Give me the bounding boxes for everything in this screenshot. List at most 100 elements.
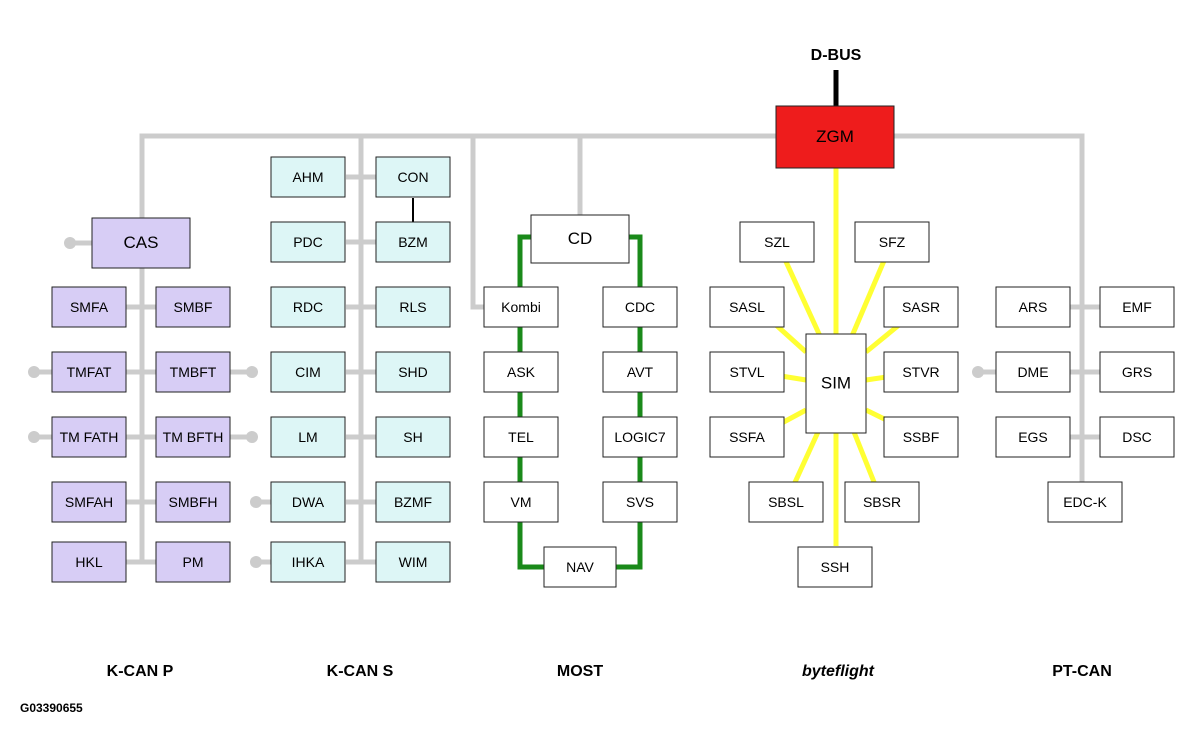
byteflight-node-label: SASR: [902, 299, 940, 315]
byteflight-label: byteflight: [802, 663, 875, 680]
byteflight-node-label: STVR: [902, 364, 939, 380]
most-node: TEL: [483, 416, 559, 458]
kcan-s-node: SHD: [375, 351, 451, 393]
kcan-s-node-label: IHKA: [292, 554, 325, 570]
grey-bus-lines: [34, 133, 1100, 565]
byteflight-node-frame: [854, 221, 930, 263]
kcan-s-node: PDC: [270, 221, 346, 263]
kcan-s-node-frame: [270, 351, 346, 393]
kcan-p-node: SMBFH: [155, 481, 231, 523]
byteflight-node: SSBF: [883, 416, 959, 458]
kcan-p-node-label: TMBFT: [170, 364, 217, 380]
most-node-frame: [483, 416, 559, 458]
most-node-label: ASK: [507, 364, 536, 380]
most-node: VM: [483, 481, 559, 523]
nav-box-label: NAV: [566, 559, 594, 575]
kcan-s-node: BZMF: [375, 481, 451, 523]
most-node-label: TEL: [508, 429, 534, 445]
most-node: Kombi: [483, 286, 559, 328]
kcan-s-node-label: AHM: [292, 169, 323, 185]
kcan-p-node-label: TM BFTH: [163, 429, 224, 445]
byteflight-node-frame: [883, 286, 959, 328]
kcan-p-node-label: TM FATH: [60, 429, 119, 445]
kcan-s-node: CIM: [270, 351, 346, 393]
kcan-s-node-label: SH: [403, 429, 422, 445]
kcan-p-node-label: SMFAH: [65, 494, 113, 510]
byteflight-node: SZL: [739, 221, 815, 263]
byteflight-node: STVL: [709, 351, 785, 393]
kcan-s-label: K-CAN S: [327, 663, 394, 680]
byteflight-node-label: SFZ: [879, 234, 906, 250]
kcan-s-node: LM: [270, 416, 346, 458]
ptcan-node: EMF: [1099, 286, 1175, 328]
ptcan-node-label: GRS: [1122, 364, 1152, 380]
most-node-label: SVS: [626, 494, 654, 510]
stub-dot: [246, 366, 258, 378]
byteflight-node-label: STVL: [729, 364, 764, 380]
cd-box-label: CD: [568, 229, 593, 248]
kcan-s-node: BZM: [375, 221, 451, 263]
ptcan-node-label: DSC: [1122, 429, 1152, 445]
kcan-s-node-label: BZM: [398, 234, 428, 250]
kcan-s-node-label: DWA: [292, 494, 325, 510]
sim-box-frame: [805, 333, 867, 434]
ptcan-label: PT-CAN: [1052, 663, 1112, 680]
kcan-p-node-label: HKL: [75, 554, 102, 570]
stub-dot: [246, 431, 258, 443]
kcan-s-rungs: [346, 174, 376, 565]
edck-box: EDC-K: [1047, 481, 1123, 523]
kcan-p-node-frame: [51, 351, 127, 393]
kcan-s-node-label: PDC: [293, 234, 323, 250]
kcan-p-node: HKL: [51, 541, 127, 583]
byteflight-node-frame: [709, 351, 785, 393]
kcan-p-rungs: [112, 304, 156, 565]
kcan-p-node-frame: [51, 416, 127, 458]
byteflight-node-label: SSFA: [729, 429, 765, 445]
ptcan-node: ARS: [995, 286, 1071, 328]
kcan-p-node-frame: [51, 541, 127, 583]
byteflight-node-frame: [709, 286, 785, 328]
kcan-s-node-label: LM: [298, 429, 317, 445]
ptcan-node-frame: [1099, 351, 1175, 393]
main-backbone-line: [139, 133, 1085, 484]
kcan-p-node-frame: [51, 481, 127, 523]
kcan-p-node-frame: [155, 481, 231, 523]
ptcan-node-label: EGS: [1018, 429, 1048, 445]
kcan-p-node: TMFAT: [51, 351, 127, 393]
kcan-s-node-label: RLS: [399, 299, 426, 315]
kcan-s-node: WIM: [375, 541, 451, 583]
cd-box: CD: [530, 214, 630, 264]
kcan-s-node-frame: [270, 416, 346, 458]
kcan-p-node-label: SMBFH: [169, 494, 218, 510]
kcan-p-node: SMFAH: [51, 481, 127, 523]
most-node-frame: [483, 351, 559, 393]
most-node: CDC: [602, 286, 678, 328]
d-bus-label: D-BUS: [811, 47, 862, 64]
most-node-frame: [483, 481, 559, 523]
byteflight-node: SBSL: [748, 481, 824, 523]
kcan-s-node-label: BZMF: [394, 494, 432, 510]
ptcan-node-frame: [995, 351, 1071, 393]
byteflight-node: SASL: [709, 286, 785, 328]
most-node-frame: [602, 351, 678, 393]
kcan-p-node: PM: [155, 541, 231, 583]
kcan-s-node: DWA: [270, 481, 346, 523]
stub-dot: [250, 556, 262, 568]
stub-dot: [250, 496, 262, 508]
ptcan-node: DSC: [1099, 416, 1175, 458]
kcan-p-node-frame: [155, 351, 231, 393]
kcan-p-node: TMBFT: [155, 351, 231, 393]
most-node-label: AVT: [627, 364, 654, 380]
byteflight-node-frame: [739, 221, 815, 263]
cas-box-frame: [91, 217, 191, 269]
byteflight-node: SBSR: [844, 481, 920, 523]
kcan-p-stubs: [34, 369, 252, 440]
kcan-s-node-frame: [375, 156, 451, 198]
kcan-p-node: SMFA: [51, 286, 127, 328]
most-node: LOGIC7: [602, 416, 678, 458]
byteflight-node-frame: [709, 416, 785, 458]
ptcan-node: GRS: [1099, 351, 1175, 393]
kcan-s-node-label: CIM: [295, 364, 321, 380]
sim-box: SIM: [805, 333, 867, 434]
